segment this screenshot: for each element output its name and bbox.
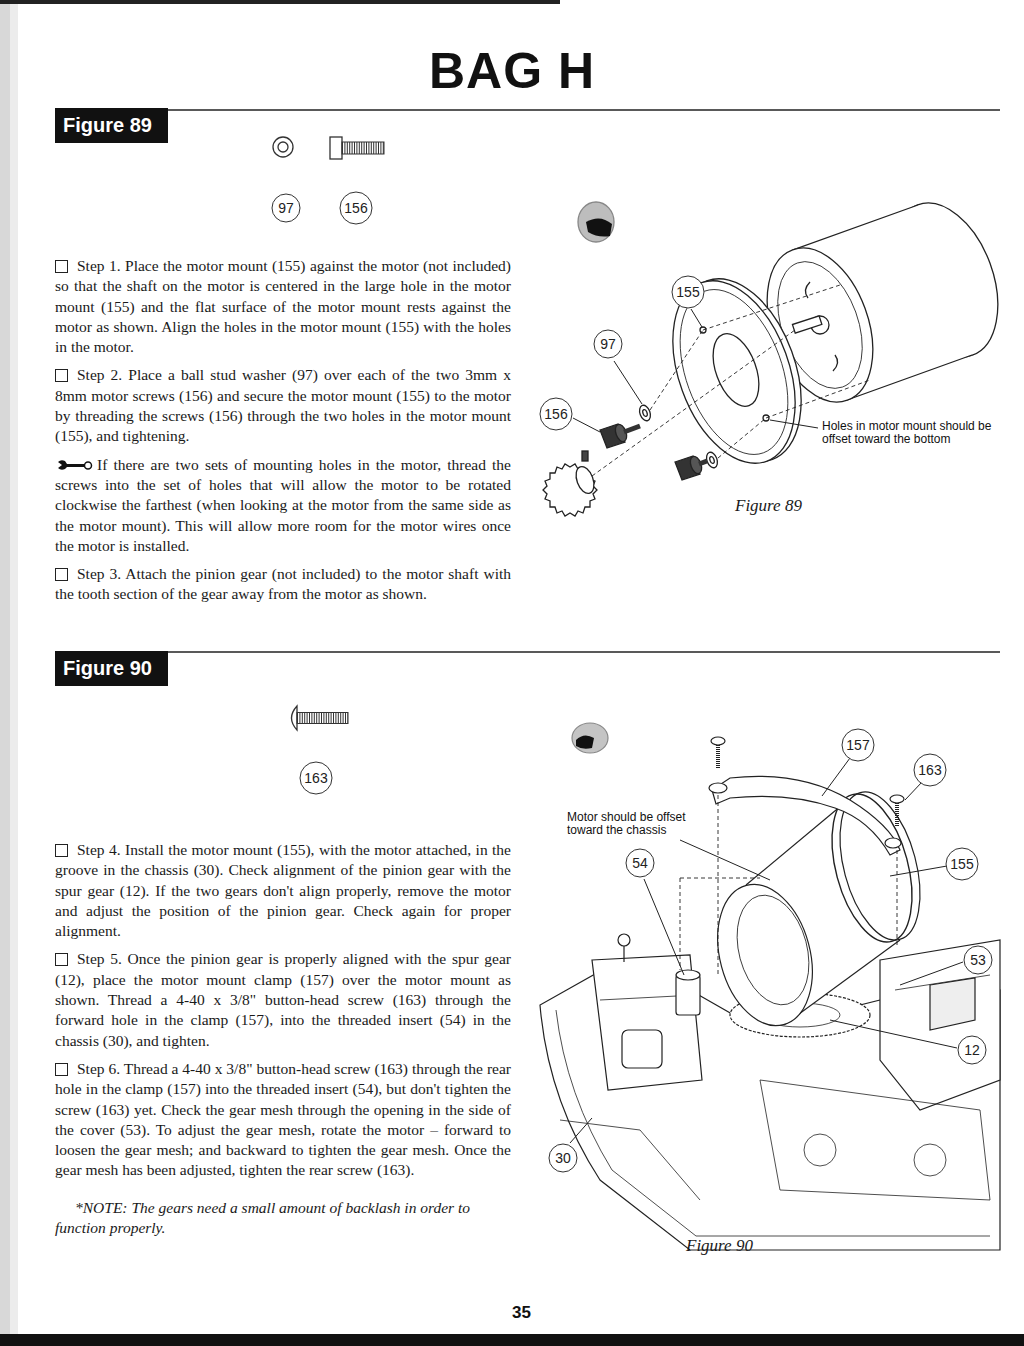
callout-circle-outline (964, 946, 992, 974)
callout-text: 163 (304, 770, 327, 786)
callout-text: 156 (544, 406, 567, 422)
parts-row-90 (292, 706, 349, 730)
callout-text: 155 (950, 856, 973, 872)
callout-circle-outline (958, 1036, 986, 1064)
motor-illustration-89 (543, 188, 1017, 516)
callout-number: 155 (945, 847, 979, 881)
callout-text: 97 (278, 200, 294, 216)
callout-number: 54 (625, 848, 655, 878)
checkbox (55, 369, 68, 382)
callout-circle-outline (549, 1144, 577, 1172)
callout-text: 30 (555, 1150, 571, 1166)
callout-text: 53 (970, 952, 986, 968)
step-text: Step 2. Place a ball stud washer (97) ov… (55, 365, 511, 446)
step-text: Step 3. Attach the pinion gear (not incl… (55, 564, 511, 605)
figure-caption: Figure 89 (735, 496, 802, 516)
chassis-illustration-90 (540, 723, 1000, 1250)
checkbox (55, 1063, 68, 1076)
callout-circle-outline (946, 848, 978, 880)
callout-circle-outline (300, 762, 332, 794)
callout-number: 163 (913, 753, 947, 787)
tip-text: If there are two sets of mounting holes … (55, 455, 511, 556)
step-text: Step 4. Install the motor mount (155), w… (55, 840, 511, 941)
checkbox (55, 568, 68, 581)
callout-circle-outline (272, 194, 300, 222)
callout-note: Holes in motor mount should be offset to… (822, 420, 1012, 446)
callout-number: 30 (548, 1143, 578, 1173)
callout-text: 12 (964, 1042, 980, 1058)
callout-number: 163 (299, 761, 333, 795)
callout-text: 155 (676, 284, 699, 300)
note-text: *NOTE: The gears need a small amount of … (55, 1198, 511, 1239)
figure-banner: Figure 89 (55, 108, 168, 143)
page-title: BAG H (0, 42, 1024, 100)
callout-text: 156 (344, 200, 367, 216)
callout-number: 156 (339, 191, 373, 225)
banner-text: Figure 89 (63, 114, 152, 136)
callout-text: 97 (600, 336, 616, 352)
wrench-end (85, 462, 92, 469)
callout-number: 53 (963, 945, 993, 975)
callout-text: 157 (846, 737, 869, 753)
callout-circle-outline (540, 398, 572, 430)
callout-circle-outline (842, 729, 874, 761)
callout-text: 54 (632, 855, 648, 871)
callout-number: 157 (841, 728, 875, 762)
figure-caption: Figure 90 (686, 1236, 753, 1256)
checkbox (55, 953, 68, 966)
callout-number: 97 (593, 329, 623, 359)
step-text: Step 6. Thread a 4-40 x 3/8" button-head… (55, 1059, 511, 1181)
callout-number: 155 (671, 275, 705, 309)
step-text: Step 1. Place the motor mount (155) agai… (55, 256, 511, 357)
step-text: Step 5. Once the pinion gear is properly… (55, 949, 511, 1050)
callout-circle-outline (914, 754, 946, 786)
figure-banner: Figure 90 (55, 651, 168, 686)
wrench-icon (57, 459, 93, 471)
checkbox (55, 844, 68, 857)
callout-number: 156 (539, 397, 573, 431)
page-number: 35 (512, 1303, 531, 1323)
callout-circle-outline (626, 849, 654, 877)
callout-number: 12 (957, 1035, 987, 1065)
callout-number: 97 (271, 193, 301, 223)
callout-circle-outline (672, 276, 704, 308)
callout-text: 163 (918, 762, 941, 778)
callout-circle-outline (340, 192, 372, 224)
callout-note: Motor should be offset toward the chassi… (567, 811, 717, 837)
checkbox (55, 260, 68, 273)
callout-circle-outline (594, 330, 622, 358)
wrench-shape (58, 460, 91, 470)
parts-row-89 (273, 137, 384, 159)
banner-text: Figure 90 (63, 657, 152, 679)
